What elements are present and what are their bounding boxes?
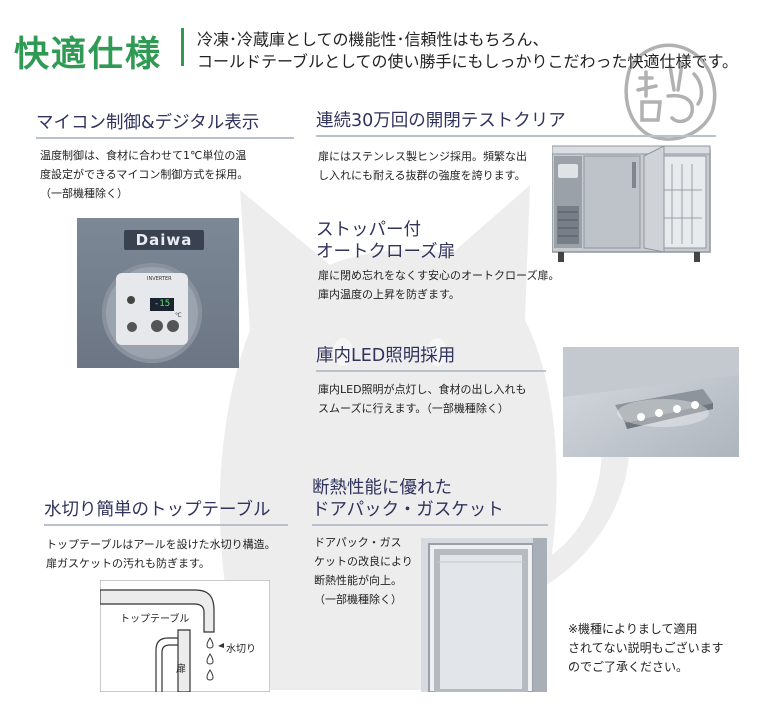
micom-title-rule bbox=[36, 137, 294, 139]
inverter-label: INVERTER bbox=[147, 276, 172, 282]
page-title: 快適仕様 bbox=[14, 35, 163, 75]
gasket-photo bbox=[421, 538, 547, 692]
micom-body-line: 度設定ができるマイコン制御方式を採用。 bbox=[40, 168, 249, 181]
control-panel-photo: Daiwa INVERTER -15 ℃ bbox=[77, 218, 239, 368]
led-body-line: スムーズに行えます。（一部機種除く） bbox=[318, 402, 509, 415]
disclaimer-note: ※機種によりまして適用 されてない説明もございます のでご了承ください。 bbox=[568, 620, 724, 677]
test-body-line: 扉にはステンレス製ヒンジ採用。頻繁な出 bbox=[318, 150, 527, 163]
micom-title: マイコン制御&デジタル表示 bbox=[36, 113, 260, 133]
control-button bbox=[127, 296, 135, 304]
temp-display: -15 bbox=[150, 298, 174, 311]
led-title: 庫内LED照明採用 bbox=[316, 346, 456, 366]
stopper-body-line: 扉に閉め忘れをなくす安心のオートクローズ扉。 bbox=[318, 269, 560, 282]
gasket-body-line: 断熱性能が向上。 bbox=[314, 574, 402, 587]
intro-line-1: 冷凍･冷蔵庫としての機能性･信頼性はもちろん、 bbox=[197, 30, 549, 49]
water-title: 水切り簡単のトップテーブル bbox=[44, 500, 271, 520]
led-title-rule bbox=[316, 370, 546, 372]
brand-logo: Daiwa bbox=[135, 231, 193, 249]
control-button bbox=[151, 320, 163, 332]
micom-body: 温度制御は、食材に合わせて1℃単位の温 度設定ができるマイコン制御方式を採用。 … bbox=[40, 146, 248, 203]
gasket-title-2: ドアパック・ガスケット bbox=[312, 500, 504, 520]
drainage-diagram: トップテーブル 水切り 扉 bbox=[100, 580, 270, 692]
gasket-title-rule bbox=[312, 524, 548, 526]
table-fridge-photo bbox=[552, 145, 711, 262]
led-light-photo bbox=[563, 347, 739, 457]
test-body-line: し入れにも耐える抜群の強度を誇ります。 bbox=[318, 169, 526, 182]
note-line: されてない説明もございます bbox=[568, 641, 724, 655]
intro-line-2: コールドテーブルとしての使い勝手にもしっかりこだわった快適仕様です。 bbox=[197, 52, 738, 71]
control-button bbox=[127, 322, 137, 332]
drain-label: 水切り bbox=[226, 644, 256, 655]
gasket-body: ドアパック・ガス ケットの改良により 断熱性能が向上。 （一部機種除く） bbox=[314, 533, 413, 609]
micom-body-line: （一部機種除く） bbox=[40, 187, 128, 200]
water-title-rule bbox=[44, 524, 288, 526]
title-divider bbox=[181, 28, 184, 66]
stopper-body: 扉に閉め忘れをなくす安心のオートクローズ扉。 庫内温度の上昇を防ぎます。 bbox=[318, 266, 559, 304]
stopper-title-2: オートクローズ扉 bbox=[316, 242, 456, 262]
control-button bbox=[167, 320, 179, 332]
door-label: 扉 bbox=[176, 664, 186, 675]
test-body: 扉にはステンレス製ヒンジ採用。頻繁な出 し入れにも耐える抜群の強度を誇ります。 bbox=[318, 147, 527, 185]
gasket-title-1: 断熱性能に優れた bbox=[312, 478, 452, 498]
led-body: 庫内LED照明が点灯し、食材の出し入れも スムーズに行えます。（一部機種除く） bbox=[318, 380, 527, 418]
gasket-body-line: （一部機種除く） bbox=[314, 593, 402, 606]
note-line: ※機種によりまして適用 bbox=[568, 622, 698, 636]
test-title-rule bbox=[316, 135, 716, 137]
water-body: トップテーブルはアールを設けた水切り構造。 扉ガスケットの汚れも防ぎます。 bbox=[46, 535, 276, 573]
gasket-body-line: ドアパック・ガス bbox=[314, 536, 402, 549]
led-body-line: 庫内LED照明が点灯し、食材の出し入れも bbox=[318, 383, 527, 396]
water-body-line: 扉ガスケットの汚れも防ぎます。 bbox=[46, 557, 210, 570]
stopper-title-1: ストッパー付 bbox=[316, 220, 421, 240]
gasket-body-line: ケットの改良により bbox=[314, 555, 413, 568]
daiwa-stamp-logo bbox=[624, 43, 717, 141]
temp-unit: ℃ bbox=[175, 312, 182, 319]
micom-body-line: 温度制御は、食材に合わせて1℃単位の温 bbox=[40, 149, 247, 162]
stopper-body-line: 庫内温度の上昇を防ぎます。 bbox=[318, 288, 460, 301]
water-body-line: トップテーブルはアールを設けた水切り構造。 bbox=[46, 538, 276, 551]
note-line: のでご了承ください。 bbox=[568, 660, 689, 674]
top-table-label: トップテーブル bbox=[120, 614, 190, 625]
test-title: 連続30万回の開閉テストクリア bbox=[316, 111, 566, 131]
